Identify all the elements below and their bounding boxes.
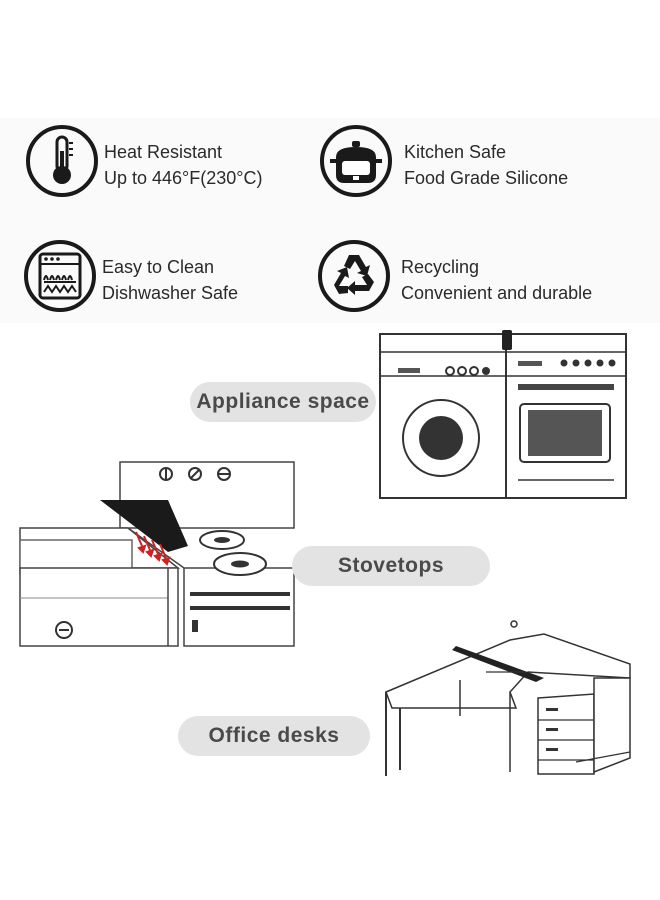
feature-title: Heat Resistant: [104, 142, 223, 162]
stovetops-label: Stovetops: [292, 546, 490, 586]
thermometer-icon: [26, 125, 98, 197]
feature-title: Recycling: [401, 257, 480, 277]
appliance-space-label: Appliance space: [190, 382, 376, 422]
feature-subtitle: Food Grade Silicone: [404, 168, 569, 188]
office-desks-label: Office desks: [178, 716, 370, 756]
office-desk-illustration: [385, 620, 631, 776]
feature-subtitle: Dishwasher Safe: [102, 283, 239, 303]
washer-oven-illustration: [379, 330, 627, 499]
recycle-icon: [318, 240, 390, 312]
feature-title: Kitchen Safe: [404, 142, 507, 162]
feature-subtitle: Up to 446°F(230°C): [104, 168, 263, 188]
feature-subtitle: Convenient and durable: [401, 283, 593, 303]
stovetop-illustration: [19, 461, 295, 647]
feature-title: Easy to Clean: [102, 257, 215, 277]
cooker-icon: [320, 125, 392, 197]
dishwasher-icon: [24, 240, 96, 312]
features-band: [0, 118, 660, 323]
